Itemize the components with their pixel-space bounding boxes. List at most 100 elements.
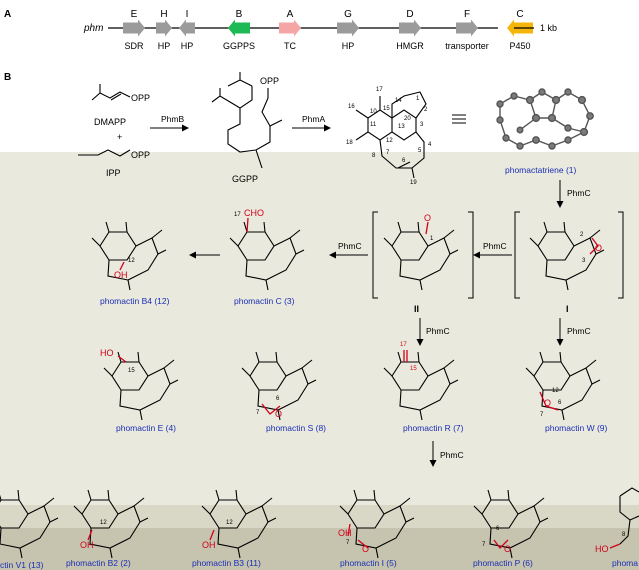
gene-arrow-i: [179, 19, 195, 37]
label-intermediate-I: I: [566, 304, 569, 314]
svg-text:12: 12: [386, 138, 393, 144]
gene-arrow-f: [456, 19, 478, 37]
enzyme-phmc-1: PhmC: [567, 188, 591, 198]
phomactin-C-structure: CHO 17: [229, 208, 305, 291]
svg-text:15: 15: [383, 106, 390, 112]
svg-text:O: O: [544, 398, 551, 408]
svg-text:OH: OH: [80, 540, 94, 550]
svg-text:CHO: CHO: [244, 208, 264, 218]
label-phomactin-S: phomactin S (8): [266, 423, 326, 433]
panel-label-a: A: [4, 9, 11, 20]
svg-text:14: 14: [395, 98, 402, 104]
label-phomactin-B3: phomactin B3 (11): [192, 558, 261, 568]
svg-text:OPP: OPP: [131, 93, 150, 103]
gene-letter-d: D: [406, 9, 413, 20]
ggpp-label: GGPP: [232, 174, 258, 184]
equivalence-sign: [452, 114, 466, 124]
gene-name-a: TC: [284, 41, 296, 51]
phomactin-B2-structure: OH 12: [73, 489, 149, 559]
label-phomactin-W: phomactin W (9): [545, 423, 608, 433]
label-phomactin-partial: phoma: [612, 558, 638, 568]
svg-text:O: O: [362, 544, 369, 554]
label-phomactatriene: phomactatriene (1): [505, 165, 577, 175]
svg-text:OPP: OPP: [260, 76, 279, 86]
label-phomactin-B4: phomactin B4 (12): [100, 296, 170, 306]
svg-text:17: 17: [376, 87, 383, 93]
svg-text:16: 16: [348, 104, 355, 110]
svg-text:OH: OH: [202, 540, 216, 550]
gene-letter-c: C: [516, 9, 523, 20]
gene-arrow-b: [228, 19, 250, 37]
gene-name-f: transporter: [445, 41, 489, 51]
ggpp-structure: OPP GGPP: [211, 72, 283, 184]
label-phomactin-C: phomactin C (3): [234, 296, 295, 306]
scale-label: 1 kb: [540, 23, 557, 33]
svg-text:12: 12: [100, 520, 107, 526]
phomactatriene-structure: 17 16 10 15 14 1 2 20 3 11 13 18 12 8 7 …: [346, 87, 432, 186]
gene-name-e: SDR: [124, 41, 144, 51]
phomactin-V1-structure: [0, 489, 59, 559]
svg-text:1: 1: [416, 96, 420, 102]
gene-letter-h: H: [160, 9, 167, 20]
gene-arrow-d: [399, 19, 421, 37]
svg-text:17: 17: [234, 212, 241, 218]
enzyme-phmc-6: PhmC: [440, 450, 464, 460]
svg-text:O: O: [275, 409, 282, 419]
svg-text:OH: OH: [114, 270, 128, 280]
phomactin-R-structure: 17 15: [383, 342, 459, 421]
svg-text:15: 15: [128, 368, 135, 374]
gene-letter-i: I: [186, 9, 189, 20]
svg-text:20: 20: [404, 116, 411, 122]
svg-text:8: 8: [372, 153, 376, 159]
svg-text:6: 6: [558, 400, 562, 406]
svg-text:7: 7: [346, 540, 350, 546]
svg-text:HO: HO: [100, 348, 114, 358]
label-phomactin-E: phomactin E (4): [116, 423, 176, 433]
phomactin-S-structure: O 7 6: [241, 351, 317, 421]
enzyme-phmc-2: PhmC: [483, 241, 507, 251]
gene-arrow-e: [123, 19, 145, 37]
gene-name-i: HP: [181, 41, 194, 51]
phomactin-P-structure: O 7 6: [473, 489, 549, 559]
label-phomactin-P: phomactin P (6): [473, 558, 533, 568]
svg-text:18: 18: [346, 140, 353, 146]
svg-text:3: 3: [420, 122, 424, 128]
label-intermediate-II: II: [414, 304, 419, 314]
gene-arrows: ESDRHHPIHPBGGPPSATCGHPDHMGRFtransporterC…: [123, 9, 533, 51]
phomactin-partial-structure: HO 8: [595, 487, 639, 554]
svg-text:11: 11: [370, 122, 377, 128]
intermediate-II-structure: O 1 II: [372, 211, 474, 314]
label-phomactin-B2: phomactin B2 (2): [66, 558, 131, 568]
gene-arrow-a: [279, 19, 301, 37]
gene-name-c: P450: [509, 41, 530, 51]
phomactin-W-structure: O 12 7 6: [525, 351, 601, 421]
svg-text:7: 7: [256, 410, 260, 416]
gene-letter-e: E: [131, 9, 138, 20]
gene-letter-f: F: [464, 9, 470, 20]
svg-text:2: 2: [580, 232, 584, 238]
cluster-name: phm: [83, 23, 103, 34]
svg-text:6: 6: [496, 526, 500, 532]
svg-text:17: 17: [400, 342, 407, 348]
phomactin-I-structure: OH O 7: [338, 489, 415, 559]
gene-letter-a: A: [287, 9, 294, 20]
svg-text:1: 1: [430, 236, 434, 242]
svg-text:5: 5: [418, 148, 422, 154]
svg-text:15: 15: [410, 366, 417, 372]
svg-text:7: 7: [482, 542, 486, 548]
svg-text:10: 10: [370, 109, 377, 115]
label-phomactin-V1: ctin V1 (13): [0, 560, 44, 570]
gene-arrow-h: [156, 19, 172, 37]
gene-name-b: GGPPS: [223, 41, 255, 51]
phomactin-B3-structure: OH 12: [201, 489, 277, 559]
plus-sign: +: [117, 132, 122, 142]
svg-text:19: 19: [410, 180, 417, 186]
gene-name-d: HMGR: [396, 41, 424, 51]
svg-text:12: 12: [226, 520, 233, 526]
enzyme-phmb: PhmB: [161, 114, 184, 124]
svg-text:HO: HO: [595, 544, 609, 554]
enzyme-phmc-4: PhmC: [426, 326, 450, 336]
phomactin-B4-structure: OH 12: [91, 221, 167, 291]
crystal-structure-model: [496, 88, 594, 150]
ipp-label: IPP: [106, 168, 121, 178]
